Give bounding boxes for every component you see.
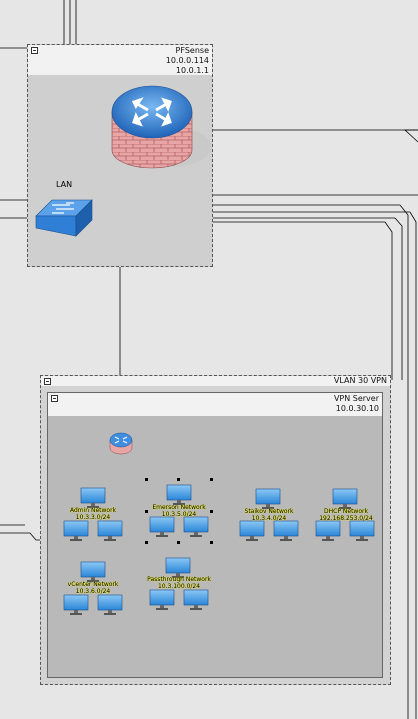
admin-network-label: Admin Network 10.3.3.0/24: [62, 507, 124, 521]
vpn-server-label: VPN Server 10.0.30.10: [334, 394, 379, 414]
emerson-network-label: Emerson Network 10.3.5.0/24: [146, 504, 212, 518]
vlan30-group-header: [41, 376, 390, 386]
vpn-server-ip: 10.0.30.10: [335, 404, 379, 413]
staikov-network-label: Staikov Network 10.3.4.0/24: [236, 508, 302, 522]
passthrough-network-label: Passthrough Network 10.3.100.0/24: [140, 576, 218, 590]
vlan30-label: VLAN 30 VPN: [333, 376, 387, 385]
pfsense-label: PFSense 10.0.0.114 10.0.1.1: [166, 46, 209, 76]
pfsense-ip-wan: 10.0.0.114: [165, 56, 209, 65]
collapse-toggle-icon[interactable]: [51, 395, 58, 402]
vcenter-network-text: vCenter Network 10.3.6.0/24: [67, 581, 119, 595]
vpn-server-name: VPN Server: [333, 394, 379, 403]
collapse-toggle-icon[interactable]: [44, 378, 51, 385]
vpn-server-group[interactable]: VPN Server 10.0.30.10: [47, 392, 383, 678]
pfsense-ip-lan: 10.0.1.1: [175, 66, 209, 75]
pfsense-group[interactable]: PFSense 10.0.0.114 10.0.1.1: [27, 44, 213, 267]
collapse-toggle-icon[interactable]: [31, 47, 38, 54]
lan-label: LAN: [56, 180, 73, 189]
emerson-network-text: Emerson Network 10.3.5.0/24: [152, 504, 206, 518]
pfsense-name: PFSense: [175, 46, 209, 55]
staikov-network-text: Staikov Network 10.3.4.0/24: [244, 508, 294, 522]
pfsense-group-header: [28, 45, 212, 75]
dhcp-network-text: DHCP Network 192.168.253.0/24: [319, 508, 373, 522]
dhcp-network-label: DHCP Network 192.168.253.0/24: [311, 508, 381, 522]
passthrough-network-text: Passthrough Network 10.3.100.0/24: [147, 576, 211, 590]
vpn-server-group-header: [48, 393, 382, 416]
admin-network-text: Admin Network 10.3.3.0/24: [69, 507, 117, 521]
vcenter-network-label: vCenter Network 10.3.6.0/24: [62, 581, 124, 595]
